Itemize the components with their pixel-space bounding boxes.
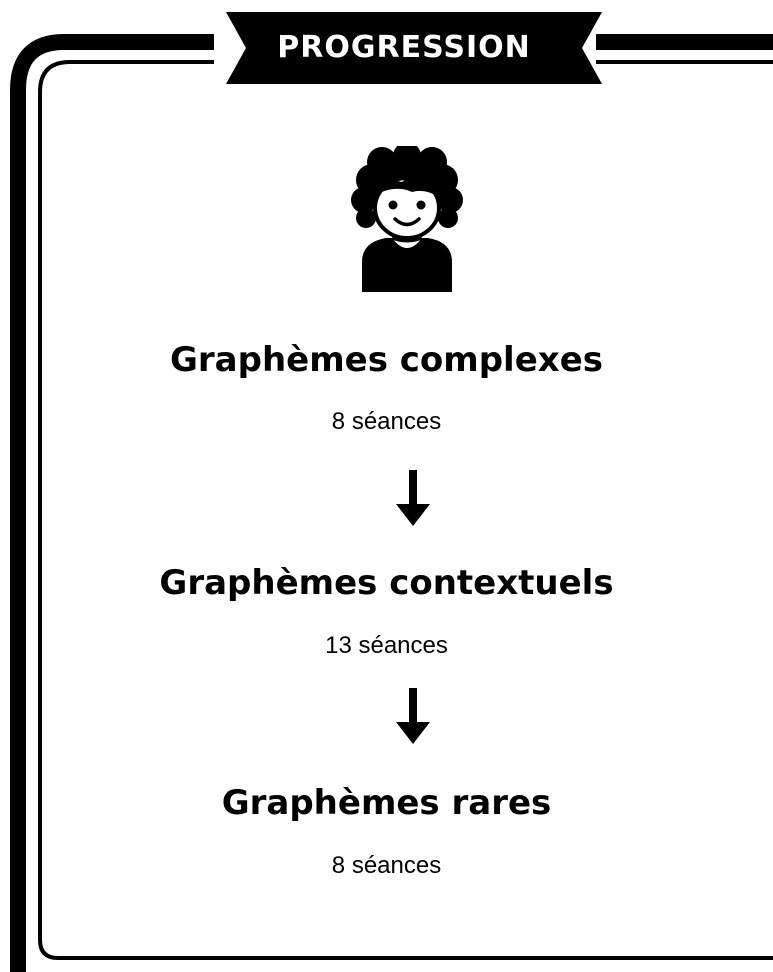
step-count-contextuels: 13 séances — [325, 632, 448, 659]
inner-border — [38, 60, 773, 960]
arrow-down-icon — [396, 470, 430, 526]
outer-border — [10, 34, 773, 972]
step-count-rares: 8 séances — [331, 852, 442, 879]
page-title: PROGRESSION — [277, 30, 531, 65]
arrow-down-icon — [396, 688, 430, 744]
step-title-contextuels: Graphèmes contextuels — [159, 563, 614, 603]
title-banner — [226, 12, 602, 84]
step-title-complexes: Graphèmes complexes — [169, 340, 603, 380]
step-count-complexes: 8 séances — [331, 408, 442, 435]
step-title-rares: Graphèmes rares — [221, 783, 552, 823]
child-avatar-icon — [351, 146, 463, 292]
